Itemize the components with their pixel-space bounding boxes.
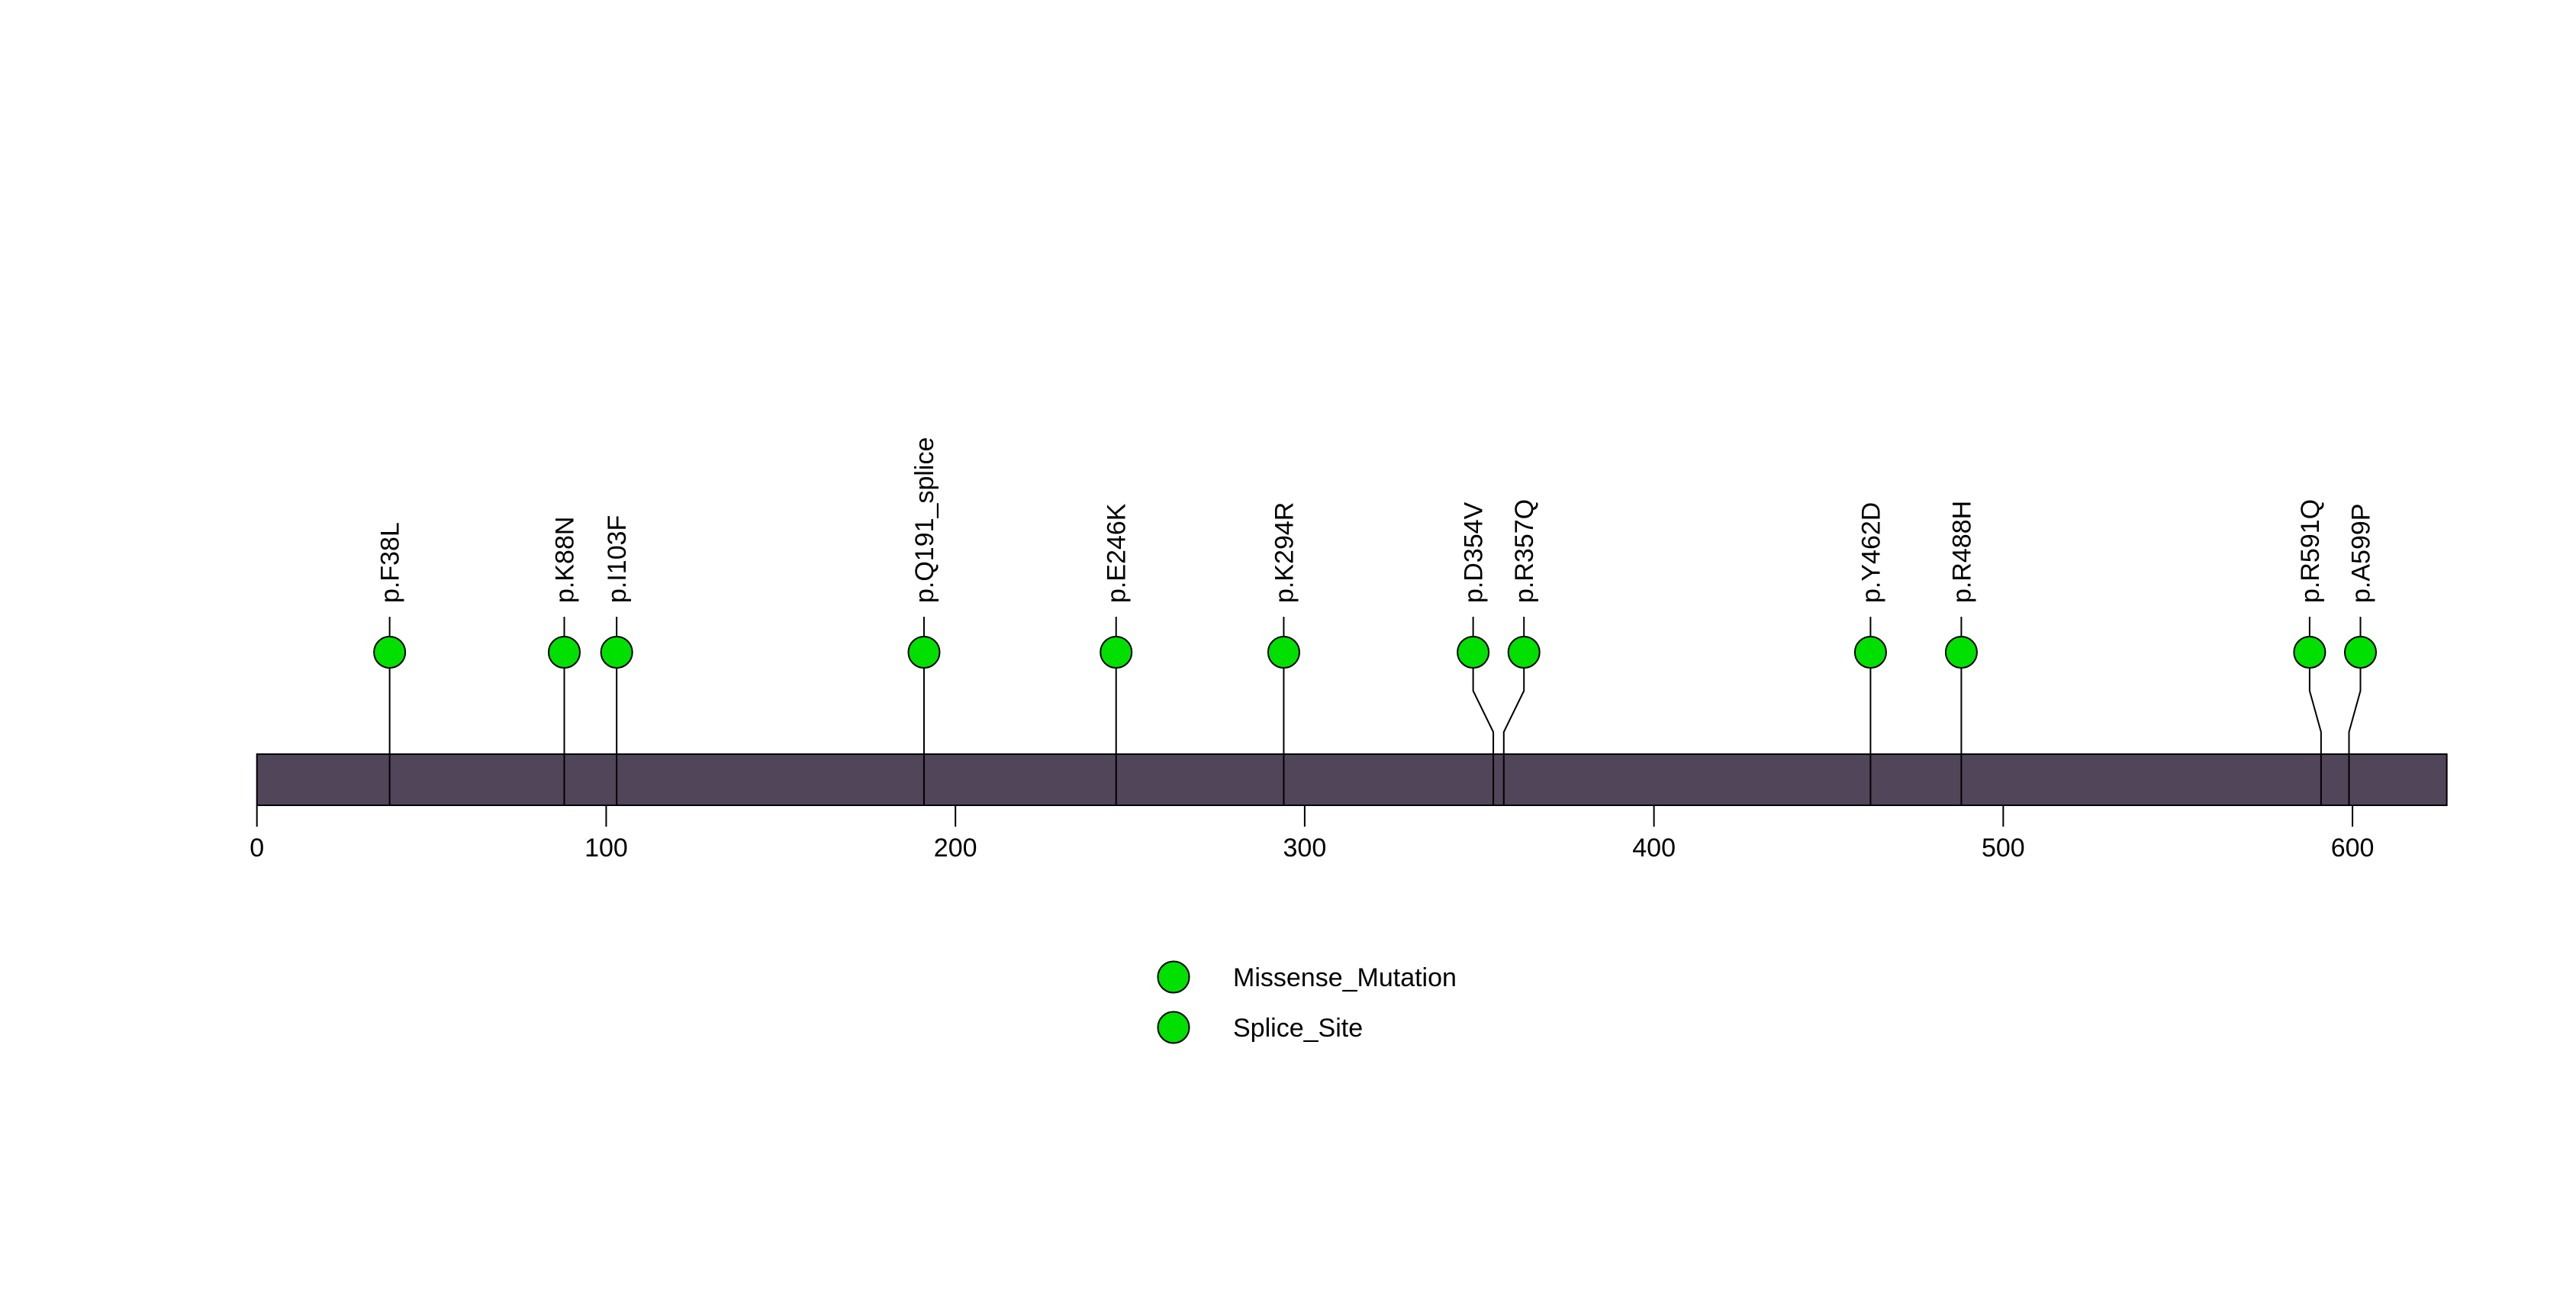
mutation-marker [1853,636,1887,669]
axis-tick-label: 400 [1632,834,1676,863]
mutation-label: p.R488H [1947,501,1976,603]
axis-tick-label: 0 [250,834,264,863]
mutation-marker [907,636,941,669]
legend-label-missense: Missense_Mutation [1233,963,1457,992]
mutation-marker [2293,636,2326,669]
mutation-marker [373,636,407,669]
mutation-label: p.E246K [1103,503,1132,603]
mutation-label: p.I103F [603,515,632,603]
protein-backbone [256,753,2448,806]
mutation-label: p.R357Q [1510,499,1539,603]
mutation-marker [1267,636,1300,669]
axis-tick-label: 200 [934,834,977,863]
mutation-marker [1507,636,1541,669]
axis-tick-label: 300 [1283,834,1327,863]
mutation-label: p.Y462D [1856,502,1885,603]
axis-tick-label: 100 [584,834,628,863]
mutation-label: p.F38L [376,522,405,603]
legend-marker-splice-icon [1157,1011,1190,1044]
mutation-marker [1944,636,1978,669]
axis-tick-label: 500 [1982,834,2025,863]
legend-marker-missense-icon [1157,960,1190,994]
legend-label-splice: Splice_Site [1233,1014,1363,1043]
mutation-label: p.K294R [1270,502,1299,603]
mutation-label: p.Q191_splice [910,437,939,603]
plot-area: 0 100 200 300 400 500 600 p.F38L p.K88N p.I103F p.… [250,437,2448,863]
axis-tick-label: 600 [2331,834,2375,863]
mutation-marker [1100,636,1133,669]
mutation-marker [600,636,633,669]
mutation-label: p.D354V [1460,501,1489,603]
mutation-label: p.R591Q [2296,499,2325,603]
mutation-marker [548,636,581,669]
mutation-label: p.K88N [550,517,579,603]
legend: Missense_Mutation Splice_Site [1157,960,1457,1044]
mutation-marker [1457,636,1490,669]
mutation-marker [2343,636,2377,669]
mutation-label: p.A599P [2346,504,2375,603]
